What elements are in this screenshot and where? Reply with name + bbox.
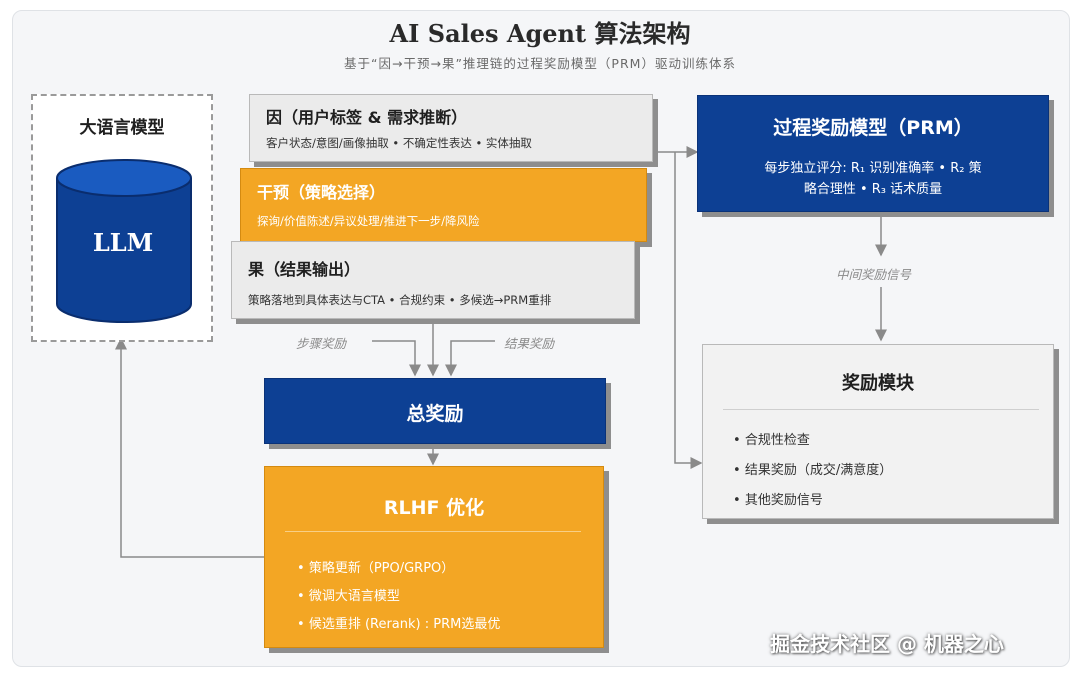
total-reward-title: 总奖励 <box>406 403 464 425</box>
middle-signal-label: 中间奖励信号 <box>836 267 912 282</box>
prm-box: 过程奖励模型（PRM） 每步独立评分: R₁ 识别准确率 • R₂ 策 略合理性… <box>697 95 1049 212</box>
result-reward-label: 结果奖励 <box>504 336 555 351</box>
prm-desc-line2: 略合理性 • R₃ 话术质量 <box>803 182 943 197</box>
intervention-title: 干预（策略选择） <box>257 183 386 202</box>
rlhf-box: RLHF 优化 • 策略更新（PPO/GRPO） • 微调大语言模型 • 候选重… <box>264 466 604 648</box>
page-title: AI Sales Agent 算法架构 <box>389 19 691 48</box>
intervention-box: 干预（策略选择） 探询/价值陈述/异议处理/推进下一步/降风险 <box>240 168 647 242</box>
prm-title: 过程奖励模型（PRM） <box>773 117 973 139</box>
prm-desc-line1: 每步独立评分: R₁ 识别准确率 • R₂ 策 <box>764 161 982 176</box>
page-subtitle: 基于“因→干预→果”推理链的过程奖励模型（PRM）驱动训练体系 <box>344 56 736 71</box>
reward-module-item: • 结果奖励（成交/满意度） <box>733 463 893 478</box>
rlhf-item: • 候选重排 (Rerank) : PRM选最优 <box>297 617 501 632</box>
cause-box: 因（用户标签 & 需求推断） 客户状态/意图/画像抽取 • 不确定性表达 • 实… <box>249 94 653 162</box>
arrow-result-reward <box>445 340 495 377</box>
database-cylinder-icon <box>56 159 192 323</box>
reward-module-title: 奖励模块 <box>842 373 914 394</box>
rlhf-item: • 微调大语言模型 <box>297 589 400 604</box>
rlhf-divider <box>285 531 581 532</box>
effect-box: 果（结果输出） 策略落地到具体表达与CTA • 合规约束 • 多候选→PRM重排 <box>231 241 635 319</box>
reward-module-item: • 其他奖励信号 <box>733 493 823 508</box>
arrow-rlhf-to-llm <box>115 337 265 558</box>
intervention-desc: 探询/价值陈述/异议处理/推进下一步/降风险 <box>257 214 480 228</box>
cause-desc: 客户状态/意图/画像抽取 • 不确定性表达 • 实体抽取 <box>266 136 532 150</box>
step-reward-label: 步骤奖励 <box>296 336 347 351</box>
total-reward-box: 总奖励 <box>264 378 606 444</box>
arrow-to-reward-module <box>674 152 703 469</box>
llm-label: 大语言模型 <box>79 118 165 138</box>
reward-module-box: 奖励模块 • 合规性检查 • 结果奖励（成交/满意度） • 其他奖励信号 <box>702 344 1054 519</box>
reward-module-divider <box>723 409 1039 410</box>
reward-module-item: • 合规性检查 <box>733 433 810 448</box>
watermark: 掘金技术社区 @ 机器之心 <box>770 632 1004 656</box>
rlhf-item: • 策略更新（PPO/GRPO） <box>297 561 455 576</box>
effect-title: 果（结果输出） <box>248 260 361 279</box>
rlhf-title: RLHF 优化 <box>383 497 485 519</box>
cause-title: 因（用户标签 & 需求推断） <box>266 108 468 127</box>
arrow-step-reward <box>372 340 421 377</box>
llm-cylinder-text: LLM <box>92 228 154 257</box>
effect-desc: 策略落地到具体表达与CTA • 合规约束 • 多候选→PRM重排 <box>248 293 552 307</box>
